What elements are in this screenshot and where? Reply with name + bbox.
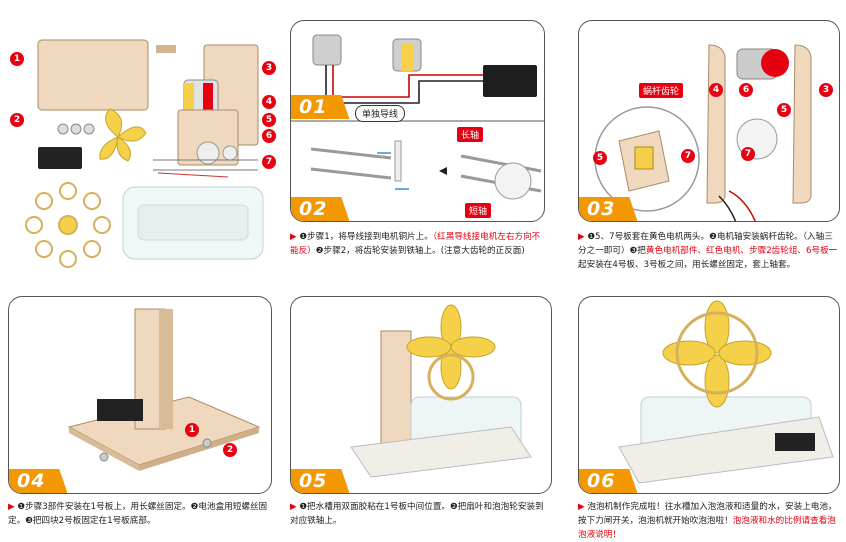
step-badge-04: 04	[9, 469, 68, 493]
part-4-marker: 4	[262, 95, 276, 109]
long-axis-label: 长轴	[457, 127, 484, 142]
parts-overview: 1 2 3 4 5 6 7	[8, 25, 278, 275]
part-7-marker: 7	[262, 155, 276, 169]
panel4-marker-2: 2	[223, 443, 237, 457]
caption-step-6: ▶ 泡泡机制作完成啦！往水槽加入泡泡液和适量的水，安装上电池，按下力闸开关，泡泡…	[578, 500, 840, 542]
caption-text: 一起安装在4号板、3号板之间，用长螺丝固定，套上轴套。	[578, 246, 838, 270]
caption-bullet-arrow: ▶	[8, 502, 18, 512]
motor-assembly-illustration	[594, 44, 812, 221]
caption-text: ❶步骤3部件安装在1号板上，用长螺丝固定。❷电池盒用短螺丝固定。❸把四块2号板固…	[8, 502, 268, 526]
worm-gear-label: 蜗杆齿轮	[639, 83, 684, 98]
wiring-and-gear-illustration	[291, 34, 544, 200]
wire-label: 单独导线	[355, 105, 406, 122]
step-badge-02: 02	[291, 197, 350, 221]
caption-bullet-arrow: ▶	[578, 232, 588, 242]
caption-text: ❶5、7号板套在黄色电机两头。❷电机轴安装蜗杆齿轮。（入轴三分之一即可）❸把	[578, 232, 833, 256]
caption-text: ❶步骤1，将导线接到电机铜片上。	[299, 232, 433, 242]
part-2-marker: 2	[10, 113, 24, 127]
caption-step-5: ▶ ❶把水槽用双面胶粘在1号板中间位置。❷把扇叶和泡泡轮安装到对应铁轴上。	[290, 500, 552, 528]
step-badge-05: 05	[291, 469, 350, 493]
step-panel-06: 06	[578, 296, 840, 494]
caption-bullet-arrow: ▶	[290, 502, 300, 512]
panel3-marker-3: 3	[819, 83, 833, 97]
part-6-marker: 6	[262, 129, 276, 143]
parts-illustration	[25, 39, 264, 268]
panel3-marker-7a: 7	[681, 149, 695, 163]
caption-text: ❶把水槽用双面胶粘在1号板中间位置。❷把扇叶和泡泡轮安装到对应铁轴上。	[290, 502, 544, 526]
part-1-marker: 1	[10, 52, 24, 66]
caption-bullet-arrow: ▶	[290, 232, 300, 242]
step-panel-04: 1 2 04	[8, 296, 272, 494]
caption-step-3: ▶ ❶5、7号板套在黄色电机两头。❷电机轴安装蜗杆齿轮。（入轴三分之一即可）❸把…	[578, 230, 840, 272]
panel4-marker-1: 1	[185, 423, 199, 437]
panel3-marker-7b: 7	[741, 147, 755, 161]
panel3-marker-5a: 5	[777, 103, 791, 117]
base-assembly-illustration	[67, 308, 261, 471]
caption-highlight: 黄色电机部件、红色电机、步骤2齿轮组、6号板	[645, 246, 829, 256]
fan-install-illustration	[350, 304, 532, 478]
caption-bullet-arrow: ▶	[578, 502, 588, 512]
caption-highlight: （红黑导线接电机左右方向不能反）	[290, 232, 541, 256]
step-badge-06: 06	[579, 469, 638, 493]
step-panel-01-02: 单独导线 长轴 短轴 01 02	[290, 20, 545, 222]
part-3-marker: 3	[262, 61, 276, 75]
caption-highlight: 泡泡液和水的比例请查看泡泡液说明！	[578, 516, 836, 540]
caption-text: 泡泡机制作完成啦！往水槽加入泡泡液和适量的水，安装上电池，按下力闸开关，泡泡机就…	[578, 502, 837, 526]
step-badge-01: 01	[291, 95, 350, 119]
finished-machine-illustration	[618, 300, 834, 484]
caption-text: ❷步骤2，将齿轮安装到铁轴上。(注意大齿轮的正反面)	[315, 246, 525, 256]
caption-steps-1-2: ▶ ❶步骤1，将导线接到电机铜片上。（红黑导线接电机左右方向不能反）❷步骤2，将…	[290, 230, 543, 258]
panel3-marker-6: 6	[739, 83, 753, 97]
short-axis-label: 短轴	[465, 203, 492, 218]
step-panel-05: 05	[290, 296, 552, 494]
step-panel-03: 蜗杆齿轮 4 6 3 5 5 7 7 03	[578, 20, 840, 222]
panel3-marker-4: 4	[709, 83, 723, 97]
step-badge-03: 03	[579, 197, 638, 221]
part-5-marker: 5	[262, 113, 276, 127]
caption-step-4: ▶ ❶步骤3部件安装在1号板上，用长螺丝固定。❷电池盒用短螺丝固定。❸把四块2号…	[8, 500, 270, 528]
panel3-marker-5b: 5	[593, 151, 607, 165]
